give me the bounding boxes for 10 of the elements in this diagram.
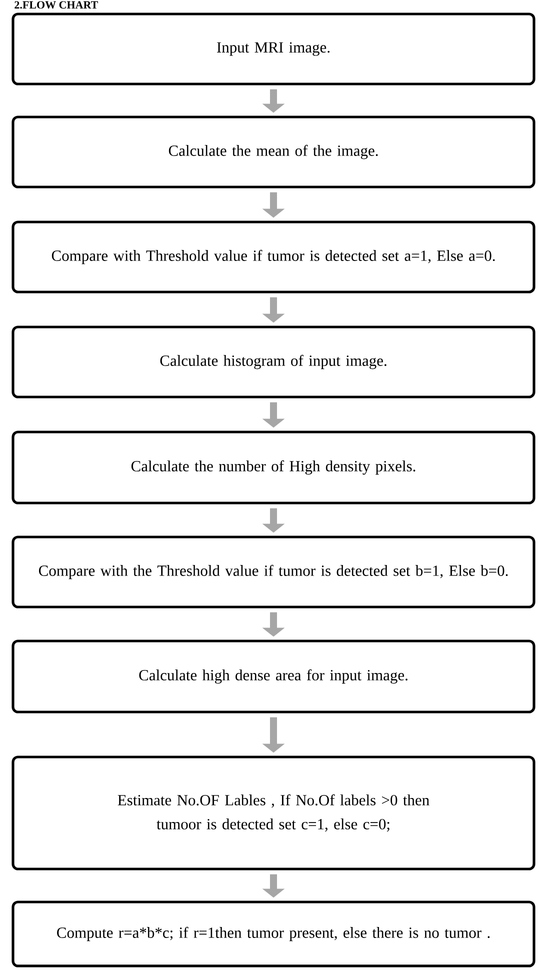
process-box: Compute r=a*b*c; if r=1then tumor present, else there is no tumor . [12, 900, 536, 968]
process-box: Estimate No.OF Lables , If No.Of labels >0 then tumoor is detected set c=1, else c=0; [12, 756, 536, 870]
process-box: Calculate high dense area for input image. [12, 640, 536, 714]
process-box: Input MRI image. [12, 12, 536, 86]
process-box: Calculate histogram of input image. [12, 326, 536, 398]
process-box: Compare with Threshold value if tumor is detected set a=1, Else a=0. [12, 220, 536, 294]
process-box: Calculate the mean of the image. [12, 116, 536, 188]
process-box: Compare with the Threshold value if tumor is detected set b=1, Else b=0. [12, 536, 536, 608]
heading: 2.FLOW CHART [14, 1, 98, 9]
process-box: Calculate the number of High density pixels. [12, 430, 536, 504]
